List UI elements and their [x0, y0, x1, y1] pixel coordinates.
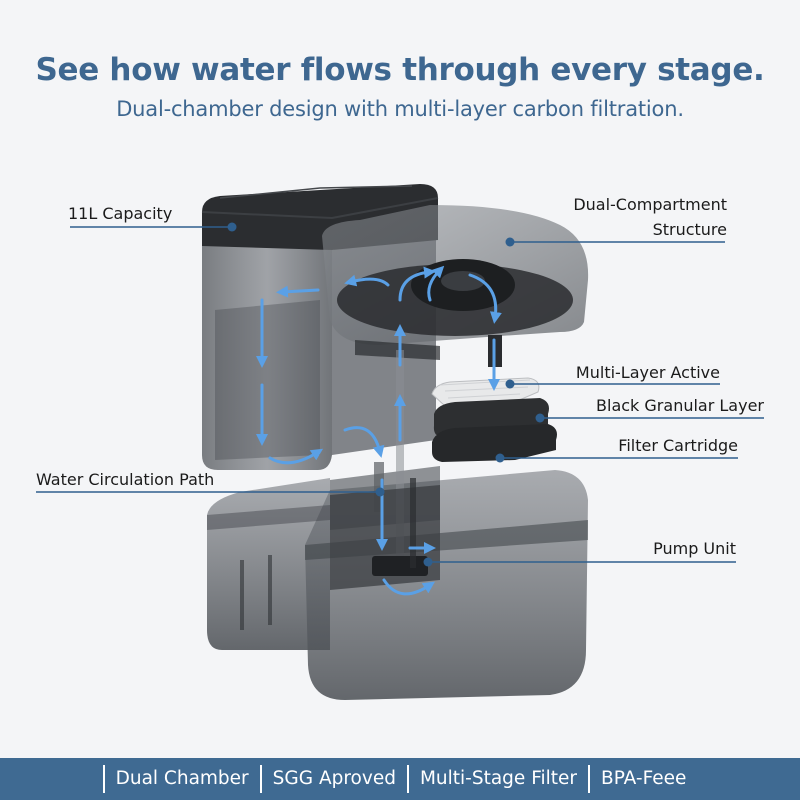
feature-bar: Dual Chamber SGG Aproved Multi-Stage Fil…	[0, 758, 800, 800]
feature-bpa-free: BPA-Feee	[588, 765, 697, 793]
pump-unit	[330, 350, 440, 590]
callout-dual-compartment-line1: Dual-Compartment	[573, 195, 727, 214]
leader-dots	[227, 222, 545, 567]
callout-capacity: 11L Capacity	[68, 204, 173, 223]
water-circulation-arrows	[256, 265, 502, 596]
page-subtitle: Dual-chamber design with multi-layer car…	[116, 97, 684, 121]
filter-layers	[431, 377, 557, 462]
callout-filter-cartridge: Filter Cartridge	[618, 436, 738, 455]
callout-circulation: Water Circulation Path	[36, 470, 215, 489]
callout-multi-layer: Multi-Layer Active	[575, 363, 720, 382]
feature-multi-stage-filter: Multi-Stage Filter	[406, 765, 588, 793]
callout-dual-compartment-line2: Structure	[652, 220, 727, 239]
page-title: See how water flows through every stage.	[35, 52, 765, 88]
callout-black-granular: Black Granular Layer	[596, 396, 764, 415]
feature-dual-chamber: Dual Chamber	[102, 765, 260, 793]
leader-lines	[36, 226, 764, 563]
callout-pump: Pump Unit	[653, 539, 736, 558]
feature-sgg-approved: SGG Aproved	[259, 765, 407, 793]
callout-dual-compartment: Dual-Compartment Structure	[573, 192, 727, 242]
upper-bowl	[322, 205, 589, 367]
